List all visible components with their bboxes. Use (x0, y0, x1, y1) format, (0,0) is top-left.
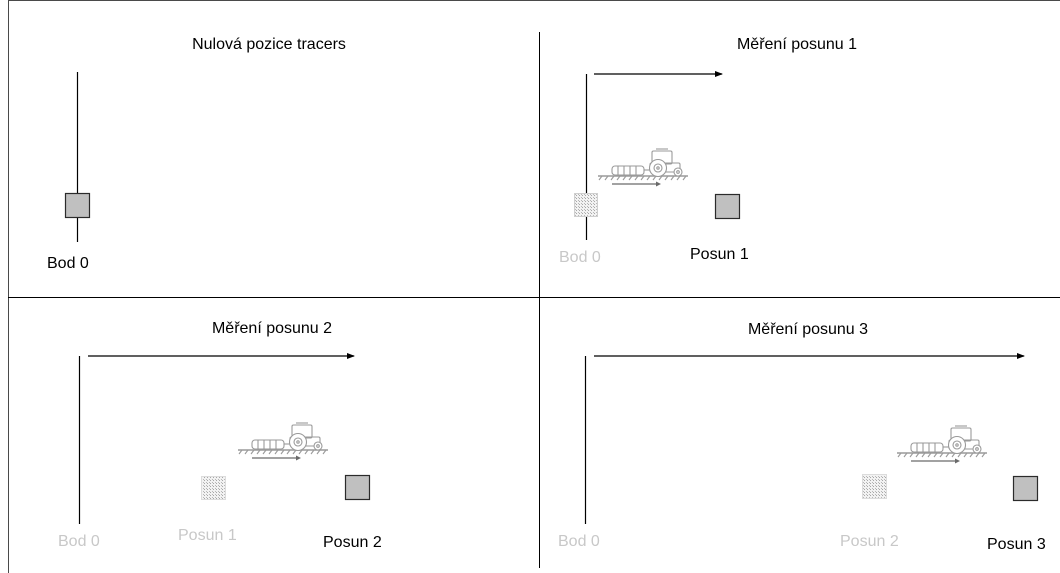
previous-position-marker (201, 476, 226, 500)
panel-3-title: Měření posunu 3 (747, 321, 869, 338)
panel-1-title: Měření posunu 1 (736, 36, 858, 53)
posun-2-label: Posun 2 (840, 533, 899, 550)
bod-0-label: Bod 0 (558, 533, 600, 550)
tracer-marker-posun-1 (714, 193, 741, 220)
posun-2-label: Posun 2 (323, 534, 382, 551)
panel-2-title: Měření posunu 2 (211, 320, 333, 337)
posun-1-label: Posun 1 (178, 527, 237, 544)
panel-zero-position (64, 72, 91, 242)
bod-0-label: Bod 0 (58, 533, 100, 550)
posun-1-label: Posun 1 (690, 246, 749, 263)
panel-measurement-1 (574, 71, 741, 240)
tractor-with-tool-icon (597, 148, 689, 188)
panel-0-title: Nulová pozice tracers (192, 36, 346, 53)
panel-measurement-2 (78, 353, 371, 524)
tracer-marker-posun-2 (344, 474, 371, 501)
tracer-marker-bod-0 (64, 192, 91, 219)
bod-0-label: Bod 0 (559, 249, 601, 266)
previous-position-marker (862, 474, 887, 499)
panel-measurement-3 (584, 353, 1039, 524)
posun-3-label: Posun 3 (987, 536, 1046, 553)
tractor-with-tool-icon (896, 425, 988, 465)
tracer-marker-posun-3 (1012, 475, 1039, 502)
bod-0-label: Bod 0 (47, 255, 89, 272)
original-position-marker (574, 193, 598, 217)
tractor-with-tool-icon (237, 422, 329, 462)
